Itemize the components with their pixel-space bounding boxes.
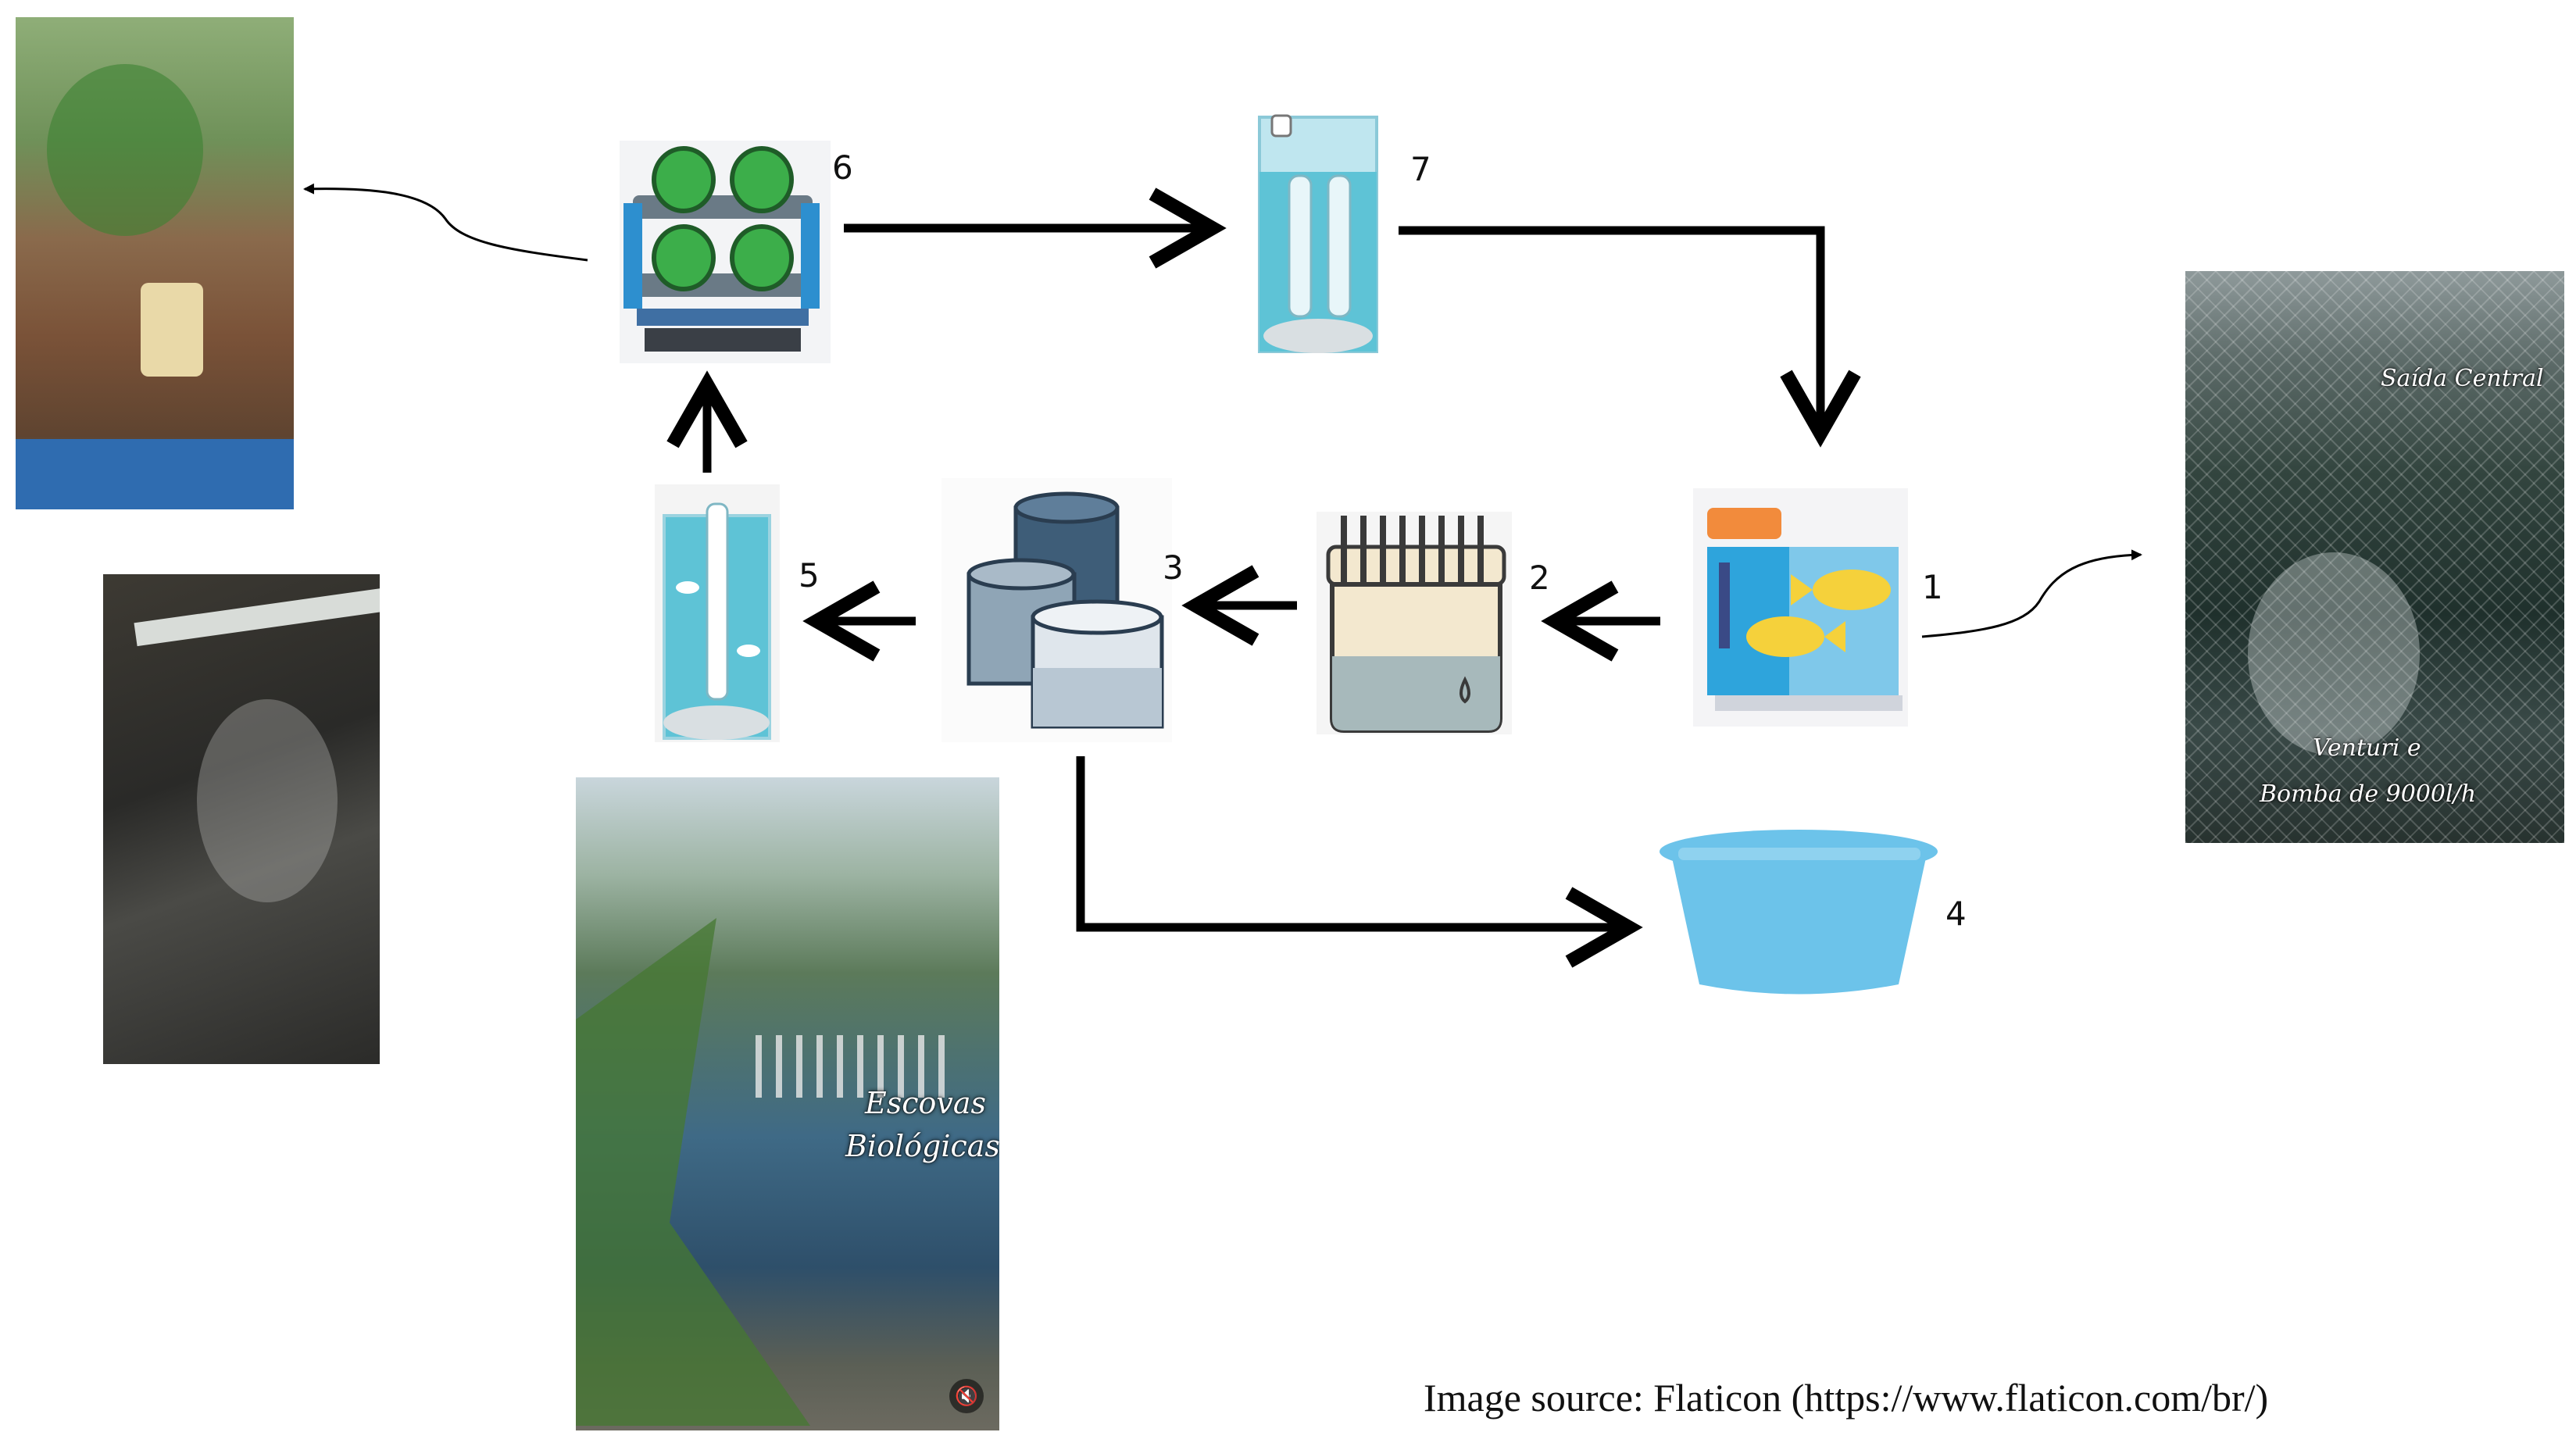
greenhouse-label-line2: Biológicas — [845, 1129, 999, 1163]
tank-label-line3: Bomba de 9000l/h — [2260, 780, 2477, 808]
node-label-1: 1 — [1922, 568, 1943, 606]
biofilter-column-icon — [655, 484, 780, 742]
hydroponic-lettuce-icon — [620, 141, 831, 363]
water-reservoir-icon — [1660, 830, 1938, 995]
node-label-6: 6 — [832, 148, 853, 187]
settling-tanks-icon — [941, 478, 1172, 742]
pointer-1-to-photo — [1921, 549, 2142, 638]
aquarium-fish-tank-icon — [1693, 488, 1908, 727]
node-label-3: 3 — [1163, 548, 1184, 587]
speaker-icon: 🔇 — [949, 1379, 984, 1413]
purification-column-icon — [1258, 114, 1378, 353]
node-label-7: 7 — [1410, 150, 1431, 188]
mechanical-filter-icon — [1317, 512, 1512, 734]
pointer-6-to-photo — [303, 183, 588, 262]
node-label-2: 2 — [1529, 559, 1550, 597]
tank-label-line1: Saída Central — [2381, 365, 2544, 392]
photo-plant-grow-bed — [16, 17, 294, 509]
photo-water-channel — [103, 574, 380, 1064]
photo-fish-tank-net: Saída Central Venturi e Bomba de 9000l/h — [2185, 271, 2564, 843]
node-label-4: 4 — [1945, 895, 1967, 933]
tank-label-line2: Venturi e — [2313, 734, 2421, 762]
greenhouse-label-line1: Escovas — [865, 1086, 987, 1120]
photo-greenhouse-tanks: Escovas Biológicas 🔇 — [576, 777, 999, 1430]
arrow-3-to-4 — [1076, 756, 1643, 968]
node-label-5: 5 — [799, 556, 820, 595]
arrow-7-to-1 — [1399, 226, 1861, 448]
image-source-caption: Image source: Flaticon (https://www.flat… — [1424, 1376, 2269, 1420]
